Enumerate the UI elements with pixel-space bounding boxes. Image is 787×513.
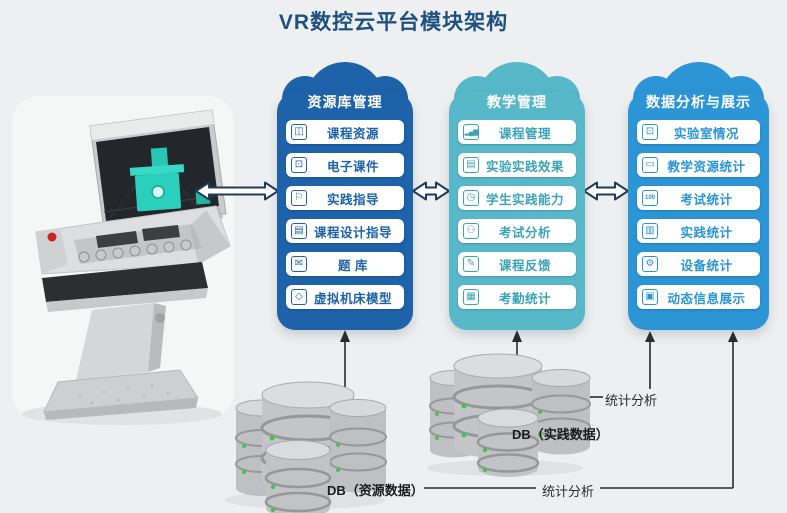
diamond-plate-texture	[78, 384, 170, 405]
notebook-icon: ▤	[291, 223, 307, 239]
stat-analysis-label-top: 统计分析	[605, 393, 658, 408]
cloud-body: ▂▄▆ 课程管理 ▤ 实验实践效果 ◷ 学生实践能力 ⚇ 考试分析 ✎ 课程反馈…	[449, 92, 585, 330]
presentation-icon: ⊡	[291, 157, 307, 173]
vr-machine-model	[103, 147, 215, 219]
module-item-teaching-resource-statistics: ▭ 教学资源统计	[637, 153, 760, 177]
calendar-icon: ▦	[463, 289, 479, 305]
module-column-data-analysis: ⊡ 实验室情况 ▭ 教学资源统计 100 考试统计 ▥ 实践统计 ⚙ 设备统计 …	[628, 62, 769, 330]
report-icon: ▤	[463, 157, 479, 173]
clock-icon: ◷	[463, 190, 479, 206]
signpost-icon: ⚐	[291, 190, 307, 206]
module-item-practice-guidance: ⚐ 实践指导	[286, 186, 404, 210]
page-title: VR数控云平台模块架构	[278, 11, 509, 34]
module-item-e-courseware: ⊡ 电子课件	[286, 153, 404, 177]
module-item-label: 课程资源	[326, 126, 379, 141]
module-item-equipment-statistics: ⚙ 设备统计	[637, 252, 760, 276]
book-icon: ◫	[291, 124, 307, 140]
arrow-console-column1	[195, 181, 279, 201]
module-item-dynamic-info-display: ▣ 动态信息展示	[637, 285, 760, 309]
module-item-virtual-machine-model: ◇ 虚拟机床模型	[286, 285, 404, 309]
db-resource-label: DB（资源数据）	[327, 483, 424, 498]
module-item-label: 课程反馈	[498, 258, 551, 273]
folder-icon: ▭	[642, 157, 658, 173]
column-header: 资源库管理	[307, 94, 383, 110]
edit-icon: ✎	[463, 256, 479, 272]
vr-cnc-console-image	[12, 96, 234, 425]
module-item-label: 考试统计	[680, 192, 733, 207]
module-item-question-bank: ✉ 题 库	[286, 252, 404, 276]
module-item-course-resources: ◫ 课程资源	[286, 120, 404, 144]
module-item-exam-statistics: 100 考试统计	[637, 186, 760, 210]
db-practice-label: DB（实践数据）	[512, 427, 609, 442]
module-item-course-feedback: ✎ 课程反馈	[458, 252, 576, 276]
arrow-db-resource-stats-column3	[424, 331, 738, 489]
arrow-column2-column3	[583, 181, 629, 201]
module-item-exam-analysis: ⚇ 考试分析	[458, 219, 576, 243]
module-item-label: 实践指导	[326, 192, 379, 207]
emergency-stop-button	[47, 232, 57, 242]
module-item-label: 考试分析	[498, 225, 551, 240]
mail-icon: ✉	[291, 256, 307, 272]
module-item-student-practice-ability: ◷ 学生实践能力	[458, 186, 576, 210]
module-item-practice-statistics: ▥ 实践统计	[637, 219, 760, 243]
people-icon: ⚇	[463, 223, 479, 239]
device-icon: ⚙	[642, 256, 658, 272]
score-icon: 100	[642, 190, 658, 206]
module-item-label: 电子课件	[326, 159, 379, 174]
module-item-label: 虚拟机床模型	[313, 291, 392, 306]
bar-chart-icon: ▂▄▆	[463, 124, 479, 140]
control-knobs	[78, 239, 192, 263]
module-item-label: 动态信息展示	[667, 291, 746, 306]
db-practice-cluster	[427, 353, 591, 477]
arrow-db-practice-stats-column3	[590, 331, 655, 398]
module-item-course-management: ▂▄▆ 课程管理	[458, 120, 576, 144]
module-item-label: 设备统计	[680, 258, 733, 273]
module-item-experiment-practice-effect: ▤ 实验实践效果	[458, 153, 576, 177]
column-header: 教学管理	[487, 94, 547, 110]
cloud-body: ◫ 课程资源 ⊡ 电子课件 ⚐ 实践指导 ▤ 课程设计指导 ✉ 题 库 ◇ 虚拟…	[277, 92, 413, 330]
module-item-label: 题 库	[338, 258, 368, 273]
cube-icon: ◇	[291, 289, 307, 305]
module-item-label: 学生实践能力	[485, 192, 564, 207]
module-item-lab-status: ⊡ 实验室情况	[637, 120, 760, 144]
message-icon: ▣	[642, 289, 658, 305]
arrow-column1-column2	[412, 181, 450, 201]
building-icon: ▥	[642, 223, 658, 239]
module-column-teaching-management: ▂▄▆ 课程管理 ▤ 实验实践效果 ◷ 学生实践能力 ⚇ 考试分析 ✎ 课程反馈…	[449, 62, 585, 330]
db-resource-cluster	[225, 381, 387, 513]
module-item-label: 实践统计	[680, 225, 733, 240]
module-item-label: 实验室情况	[673, 126, 739, 141]
monitor-icon: ⊡	[642, 124, 658, 140]
stat-analysis-label-bottom: 统计分析	[542, 484, 595, 499]
module-column-resource-library: ◫ 课程资源 ⊡ 电子课件 ⚐ 实践指导 ▤ 课程设计指导 ✉ 题 库 ◇ 虚拟…	[277, 62, 413, 330]
module-item-attendance-statistics: ▦ 考勤统计	[458, 285, 576, 309]
column-header: 数据分析与展示	[646, 94, 751, 110]
module-item-label: 课程设计指导	[313, 225, 392, 240]
cloud-body: ⊡ 实验室情况 ▭ 教学资源统计 100 考试统计 ▥ 实践统计 ⚙ 设备统计 …	[628, 92, 769, 330]
module-item-label: 考勤统计	[498, 291, 551, 306]
module-item-course-design-guidance: ▤ 课程设计指导	[286, 219, 404, 243]
module-item-label: 课程管理	[498, 126, 551, 141]
module-item-label: 实验实践效果	[485, 159, 564, 174]
module-item-label: 教学资源统计	[667, 159, 746, 174]
